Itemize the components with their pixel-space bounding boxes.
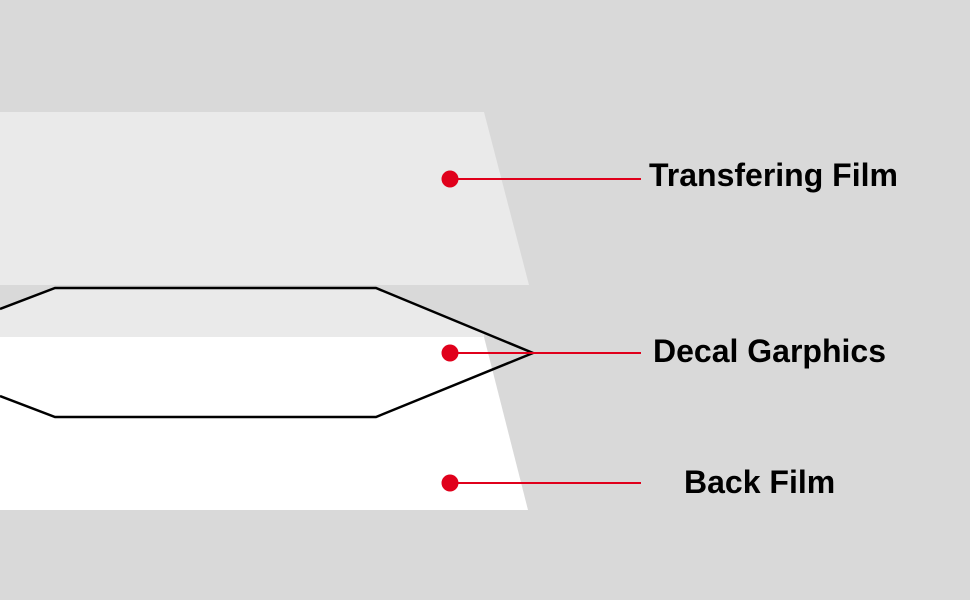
back-film-layer [0, 337, 528, 510]
transfer-film-layer [0, 112, 529, 285]
callout-dot-back-film [441, 474, 459, 492]
callout-dot-decal-graphics [441, 344, 459, 362]
decal-graphics-label: Decal Garphics [653, 333, 886, 369]
callout-dot-transfer-film [441, 170, 459, 188]
transfer-film-label: Transfering Film [649, 157, 898, 193]
decal-top-fill [0, 288, 484, 337]
back-film-label: Back Film [684, 464, 836, 500]
